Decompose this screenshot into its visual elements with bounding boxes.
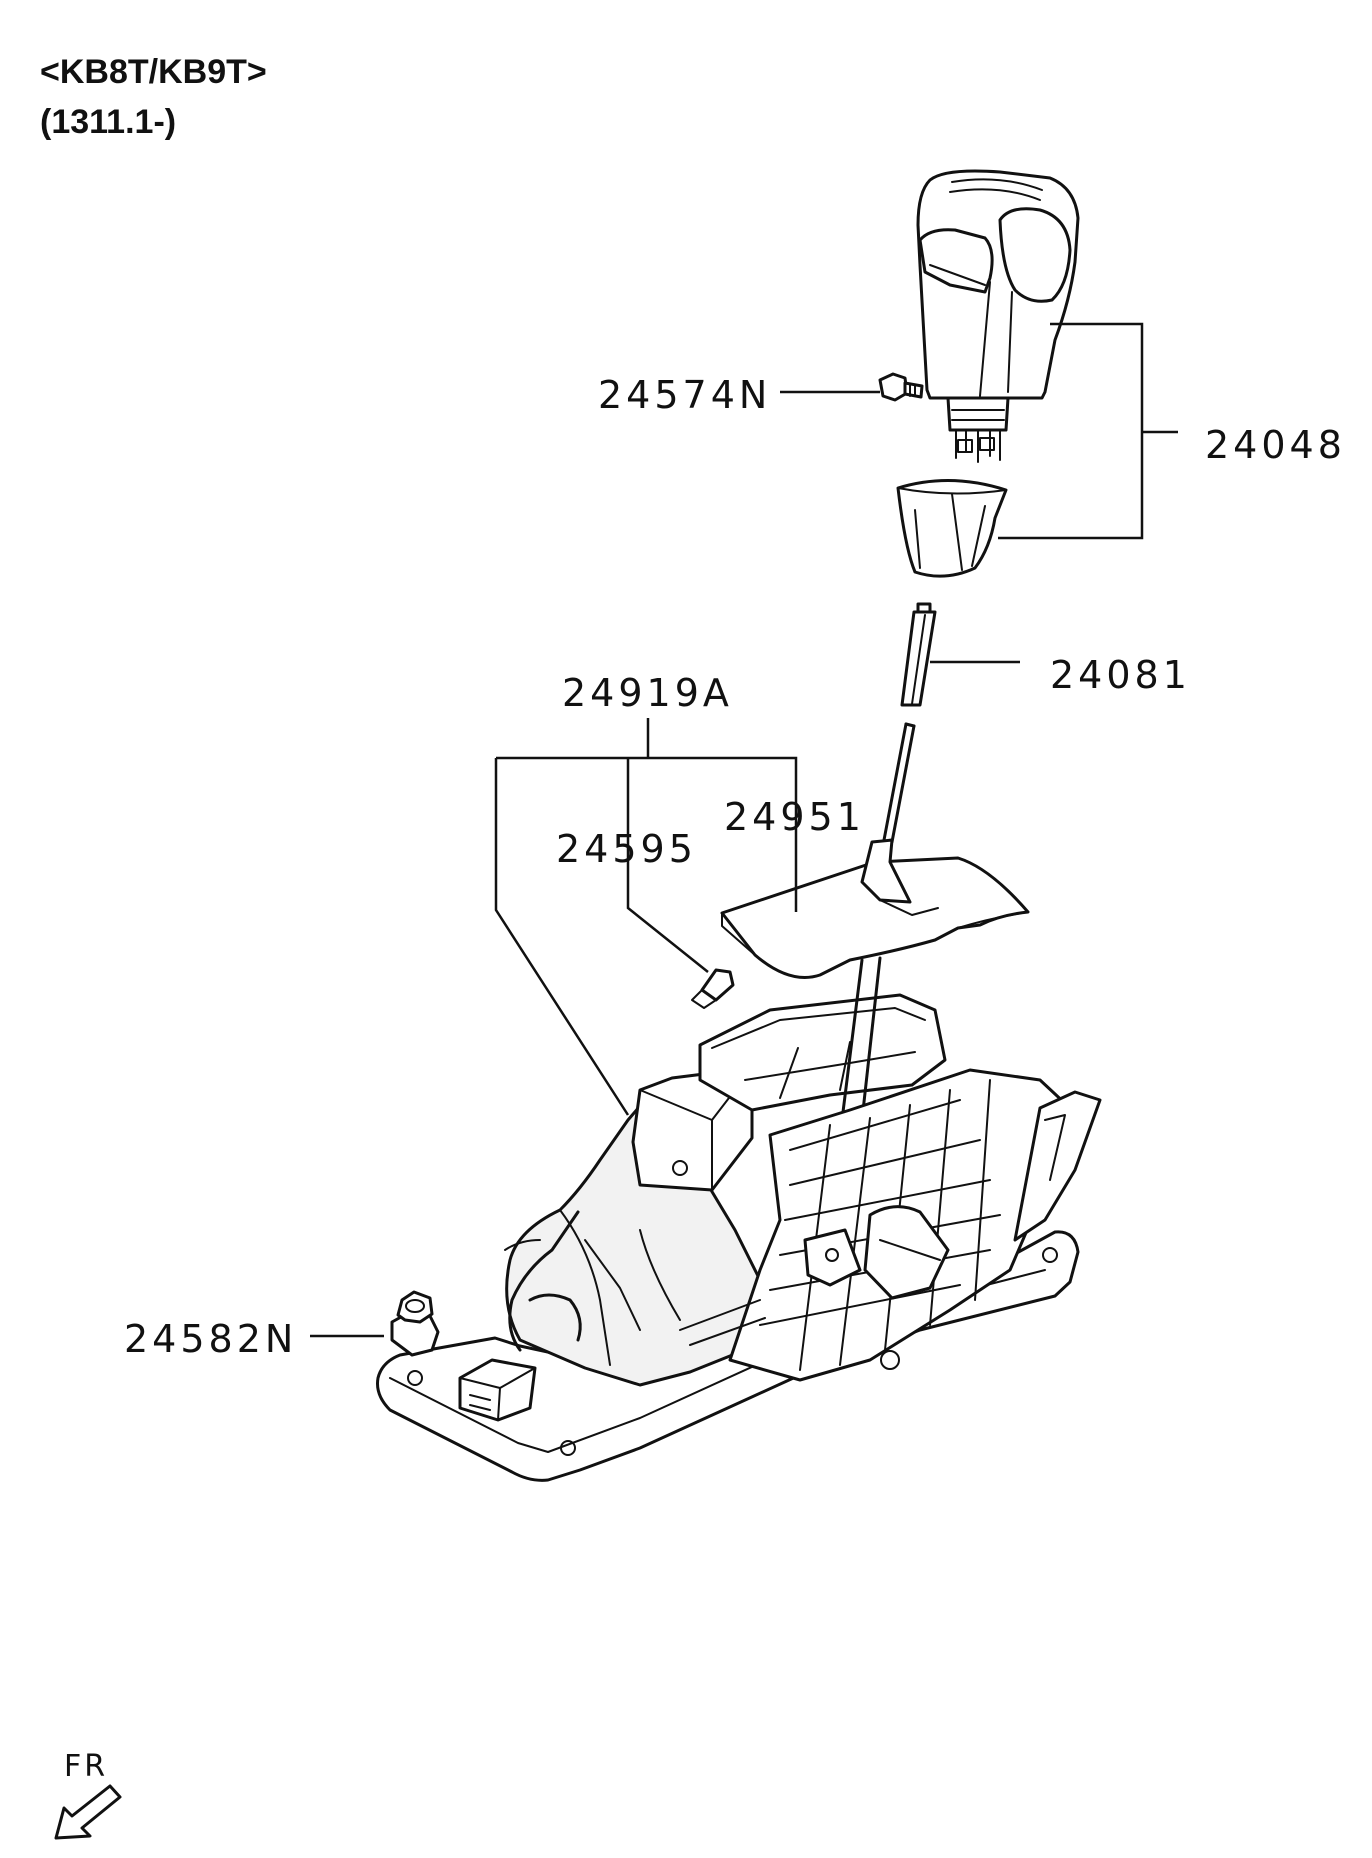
production-date-heading: (1311.1-) xyxy=(40,103,176,141)
shift-knob-drawing xyxy=(916,169,1080,463)
callout-24951: 24951 xyxy=(724,795,865,839)
housing-leader xyxy=(494,758,630,1116)
callout-24595: 24595 xyxy=(556,827,697,871)
knob-boot-drawing xyxy=(896,478,1008,578)
model-code-heading: <KB8T/KB9T> xyxy=(40,53,267,91)
callout-24574N: 24574N xyxy=(598,373,771,417)
callout-24582N: 24582N xyxy=(124,1317,297,1361)
shift-rod-drawing xyxy=(882,602,937,844)
indicator-bulb-drawing xyxy=(691,968,735,1009)
indicator-panel-drawing xyxy=(720,838,1030,979)
callout-24919A: 24919A xyxy=(562,671,733,715)
nut-drawing xyxy=(390,1290,440,1357)
callout-24081: 24081 xyxy=(1050,653,1191,697)
assembly-24919A-bracket xyxy=(496,756,798,912)
screw-drawing xyxy=(878,372,924,402)
front-direction-label: FR xyxy=(64,1749,108,1784)
shifter-housing-drawing xyxy=(376,956,1102,1482)
callout-24048: 24048 xyxy=(1205,423,1346,467)
front-direction-arrow-icon xyxy=(54,1784,122,1840)
bulb-leader xyxy=(626,758,709,973)
